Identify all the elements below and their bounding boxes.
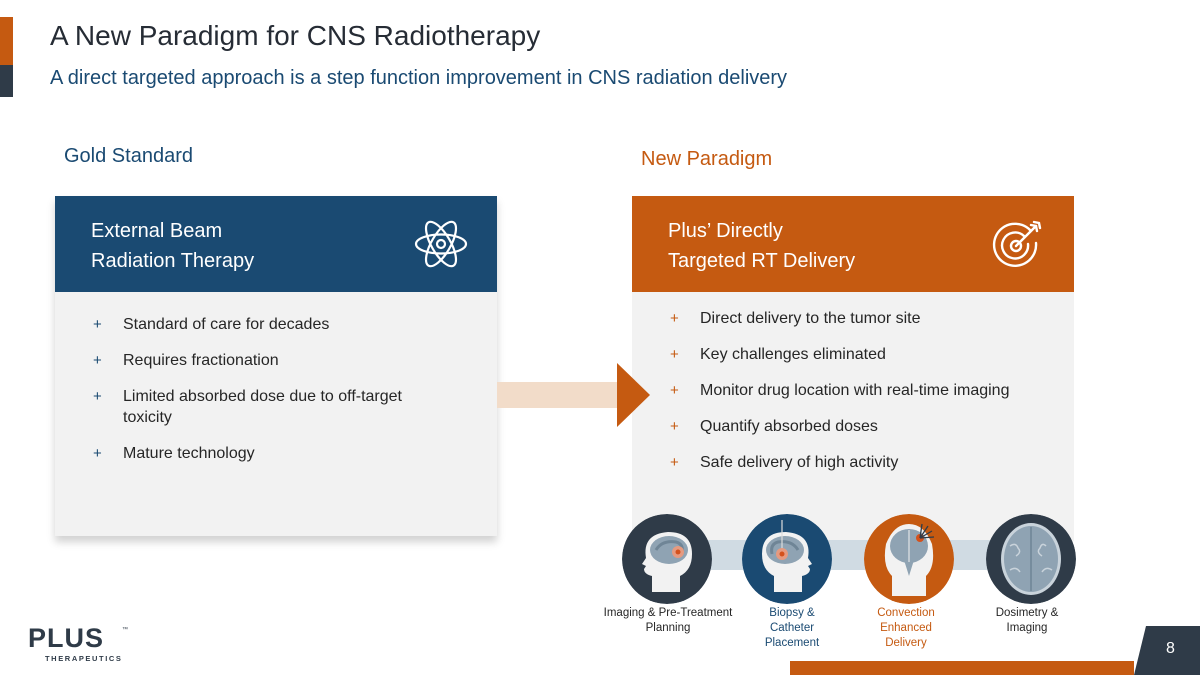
- step-label-convection: Convection Enhanced Delivery: [877, 607, 935, 649]
- card-title-line2: Radiation Therapy: [91, 250, 255, 272]
- logo-trademark: ™: [122, 627, 128, 633]
- logo-wordmark: PLUS: [28, 623, 105, 653]
- accent-bar-orange: [0, 17, 13, 65]
- brain-scan-icon: [986, 514, 1076, 604]
- list-item: +Requires fractionation: [93, 352, 279, 369]
- plus-bullet-icon: +: [670, 310, 679, 327]
- list-item: +Mature technology: [93, 445, 255, 462]
- target-arrow-icon: [992, 220, 1042, 267]
- atom-icon: [414, 220, 468, 268]
- brain-infusion-icon: [864, 514, 954, 604]
- step-imaging-planning: [622, 514, 712, 604]
- new-paradigm-label: New Paradigm: [641, 148, 773, 170]
- step-biopsy-catheter: [742, 514, 832, 604]
- list-item: +Limited absorbed dose due to off-target…: [93, 388, 402, 426]
- list-item: +Quantify absorbed doses: [670, 418, 878, 435]
- plus-bullet-icon: +: [670, 346, 679, 363]
- plus-bullet-icon: +: [670, 454, 679, 471]
- page-number-box: [1134, 626, 1200, 675]
- card-header: External Beam Radiation Therapy: [55, 196, 497, 292]
- plus-bullet-icon: +: [93, 445, 102, 462]
- gold-standard-label: Gold Standard: [64, 145, 193, 167]
- list-item: +Direct delivery to the tumor site: [670, 310, 921, 327]
- targeted-delivery-card: Plus’ Directly Targeted RT Delivery +Dir…: [632, 196, 1074, 541]
- logo-tagline: THERAPEUTICS: [45, 654, 123, 663]
- head-brain-tumor-icon: [622, 514, 712, 604]
- card-title-line1: External Beam: [91, 220, 223, 242]
- card-header: Plus’ Directly Targeted RT Delivery: [632, 196, 1074, 292]
- arrow-right-icon: [617, 363, 650, 427]
- list-item: +Monitor drug location with real-time im…: [670, 382, 1010, 399]
- accent-bar-dark: [0, 65, 13, 97]
- plus-bullet-icon: +: [93, 352, 102, 369]
- right-bullet-list: +Direct delivery to the tumor site +Key …: [632, 292, 1074, 473]
- step-convection-delivery: [864, 514, 954, 604]
- list-item: +Key challenges eliminated: [670, 346, 886, 363]
- page-number: 8: [1166, 640, 1175, 657]
- plus-bullet-icon: +: [670, 382, 679, 399]
- plus-bullet-icon: +: [670, 418, 679, 435]
- step-label-biopsy: Biopsy & Catheter Placement: [764, 607, 820, 649]
- head-catheter-icon: [742, 514, 832, 604]
- footer-accent-bar: [790, 661, 1134, 675]
- plus-bullet-icon: +: [93, 316, 102, 333]
- card-title-line1: Plus’ Directly: [668, 220, 783, 242]
- plus-bullet-icon: +: [93, 388, 102, 405]
- step-label-dosimetry: Dosimetry & Imaging: [995, 607, 1059, 634]
- step-label-imaging: Imaging & Pre-Treatment Planning: [603, 607, 733, 634]
- list-item: +Standard of care for decades: [93, 316, 330, 333]
- step-dosimetry-imaging: [986, 514, 1076, 604]
- transition-arrow-shaft: [497, 382, 617, 408]
- slide-title: A New Paradigm for CNS Radiotherapy: [50, 20, 541, 51]
- list-item: +Safe delivery of high activity: [670, 454, 899, 471]
- card-title-line2: Targeted RT Delivery: [668, 250, 856, 272]
- slide-subtitle: A direct targeted approach is a step fun…: [50, 67, 788, 89]
- left-bullet-list: +Standard of care for decades +Requires …: [55, 292, 497, 464]
- external-beam-card: External Beam Radiation Therapy +Standar…: [55, 196, 497, 536]
